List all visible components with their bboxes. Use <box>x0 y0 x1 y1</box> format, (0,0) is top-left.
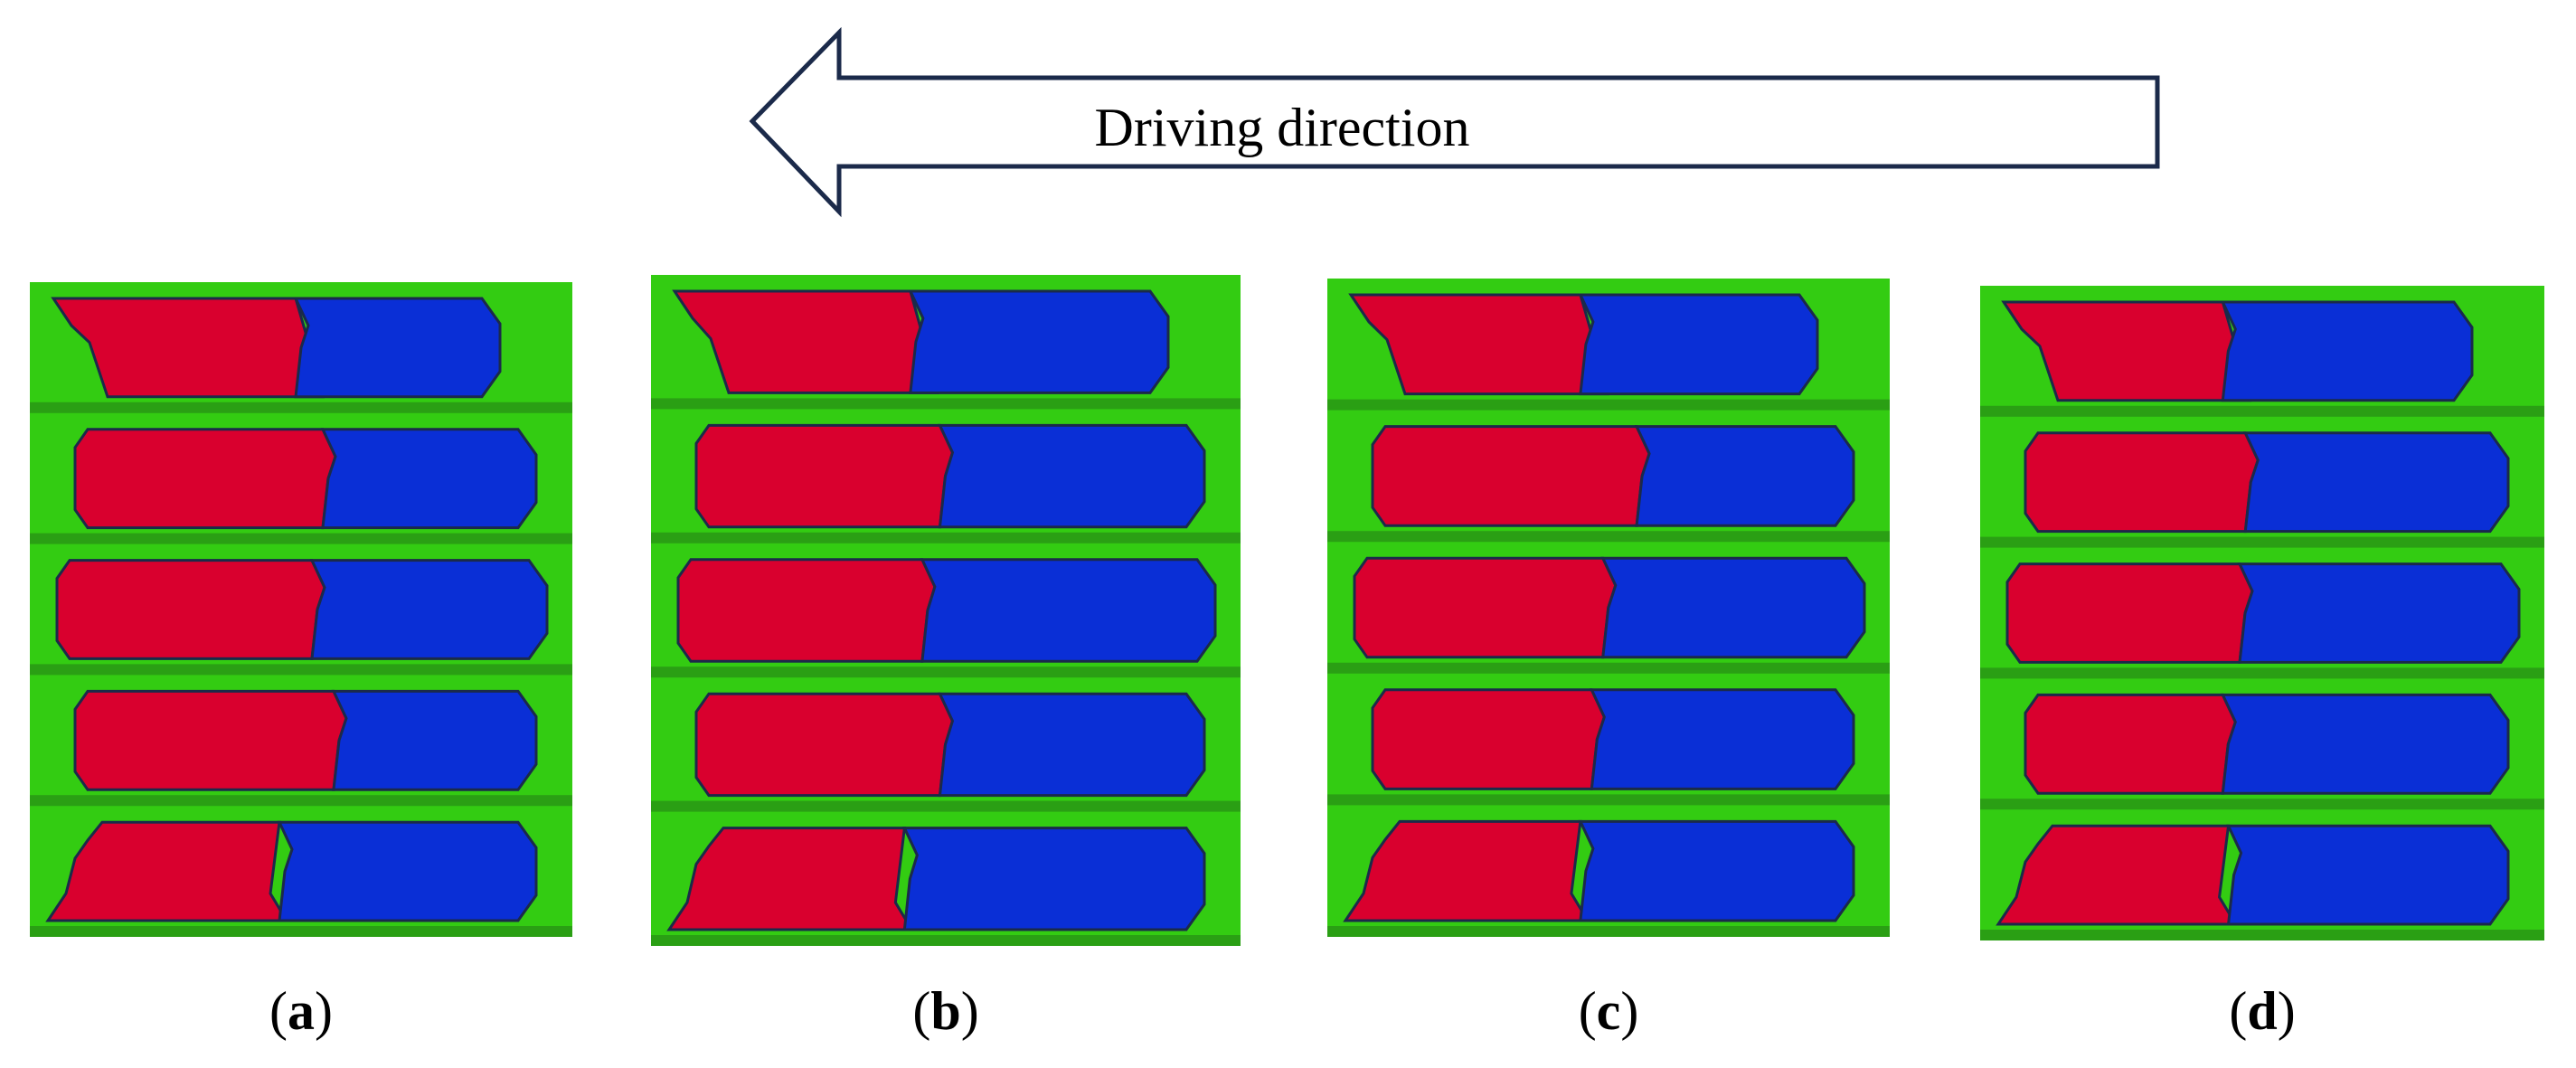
groove-band <box>1980 536 2544 548</box>
caption-letter: d <box>2247 981 2277 1041</box>
arrow-label: Driving direction <box>1095 98 1470 157</box>
sliding-region-red <box>694 692 955 798</box>
caption-open-paren: ( <box>912 981 930 1041</box>
sliding-region-red <box>2024 693 2237 795</box>
sliding-region-red <box>73 689 348 791</box>
tread-panel-b: (b) <box>651 275 1241 1041</box>
caption-close-paren: ) <box>961 981 979 1041</box>
caption-close-paren: ) <box>2278 981 2296 1041</box>
adhesion-region-blue <box>1578 819 1855 922</box>
sliding-region-red <box>2005 562 2254 664</box>
panel-caption: (c) <box>1579 981 1639 1041</box>
groove-band <box>30 664 572 676</box>
adhesion-region-blue <box>293 297 502 399</box>
panel-caption: (a) <box>269 981 333 1041</box>
groove-band <box>30 926 572 937</box>
groove-band <box>651 532 1241 543</box>
sliding-region-red <box>666 827 915 931</box>
sliding-region-red <box>1348 293 1609 396</box>
adhesion-region-blue <box>2226 824 2510 926</box>
caption-open-paren: ( <box>269 981 288 1041</box>
adhesion-region-blue <box>1589 688 1855 790</box>
adhesion-region-blue <box>902 827 1206 931</box>
groove-band <box>1980 799 2544 810</box>
groove-band <box>1980 405 2544 417</box>
sliding-region-red <box>2024 431 2260 534</box>
groove-band <box>1327 399 1890 411</box>
adhesion-region-blue <box>908 289 1170 394</box>
sliding-region-red <box>1343 819 1590 922</box>
adhesion-region-blue <box>2220 300 2474 402</box>
driving-direction-arrow: Driving direction <box>749 26 2160 218</box>
panels-group: (a)(b)(c)(d) <box>30 275 2544 1041</box>
groove-band <box>1327 926 1890 937</box>
adhesion-region-blue <box>331 689 538 791</box>
groove-band <box>1327 794 1890 806</box>
groove-band <box>1980 930 2544 940</box>
panel-caption: (b) <box>912 981 978 1041</box>
caption-open-paren: ( <box>2229 981 2247 1041</box>
adhesion-region-blue <box>1634 425 1855 527</box>
sliding-region-red <box>1996 824 2239 926</box>
adhesion-region-blue <box>920 558 1217 663</box>
groove-band <box>30 795 572 807</box>
sliding-region-red <box>73 428 337 530</box>
groove-band <box>30 533 572 544</box>
arrow-shape <box>749 26 2160 218</box>
sliding-region-red <box>672 289 939 394</box>
sliding-region-red <box>1371 425 1651 527</box>
caption-letter: a <box>288 981 315 1041</box>
sliding-region-red <box>1353 556 1618 659</box>
panel-caption: (d) <box>2229 981 2295 1041</box>
caption-close-paren: ) <box>315 981 333 1041</box>
adhesion-region-blue <box>938 692 1206 798</box>
groove-band <box>651 935 1241 946</box>
groove-band <box>651 800 1241 812</box>
sliding-region-red <box>2001 300 2252 402</box>
groove-band <box>651 666 1241 678</box>
adhesion-region-blue <box>309 559 549 660</box>
sliding-region-red <box>55 559 326 660</box>
groove-band <box>1327 531 1890 543</box>
adhesion-region-blue <box>1578 293 1819 396</box>
adhesion-region-blue <box>2237 562 2521 664</box>
groove-band <box>30 402 572 413</box>
tread-panel-c: (c) <box>1327 279 1890 1041</box>
caption-letter: b <box>930 981 960 1041</box>
adhesion-region-blue <box>277 820 538 922</box>
caption-close-paren: ) <box>1620 981 1638 1041</box>
sliding-region-red <box>694 423 955 529</box>
adhesion-region-blue <box>2242 431 2510 534</box>
sliding-region-red <box>51 297 325 399</box>
tread-panel-a: (a) <box>30 282 572 1041</box>
sliding-region-red <box>45 820 289 922</box>
adhesion-region-blue <box>320 428 538 530</box>
groove-band <box>651 398 1241 410</box>
sliding-region-red <box>676 558 937 663</box>
sliding-region-red <box>1371 688 1606 790</box>
groove-band <box>1980 667 2544 679</box>
adhesion-region-blue <box>1600 556 1866 659</box>
tread-panel-d: (d) <box>1980 286 2544 1041</box>
caption-letter: c <box>1597 981 1621 1041</box>
groove-band <box>1327 662 1890 674</box>
adhesion-region-blue <box>938 423 1206 529</box>
adhesion-region-blue <box>2220 693 2510 795</box>
caption-open-paren: ( <box>1579 981 1597 1041</box>
